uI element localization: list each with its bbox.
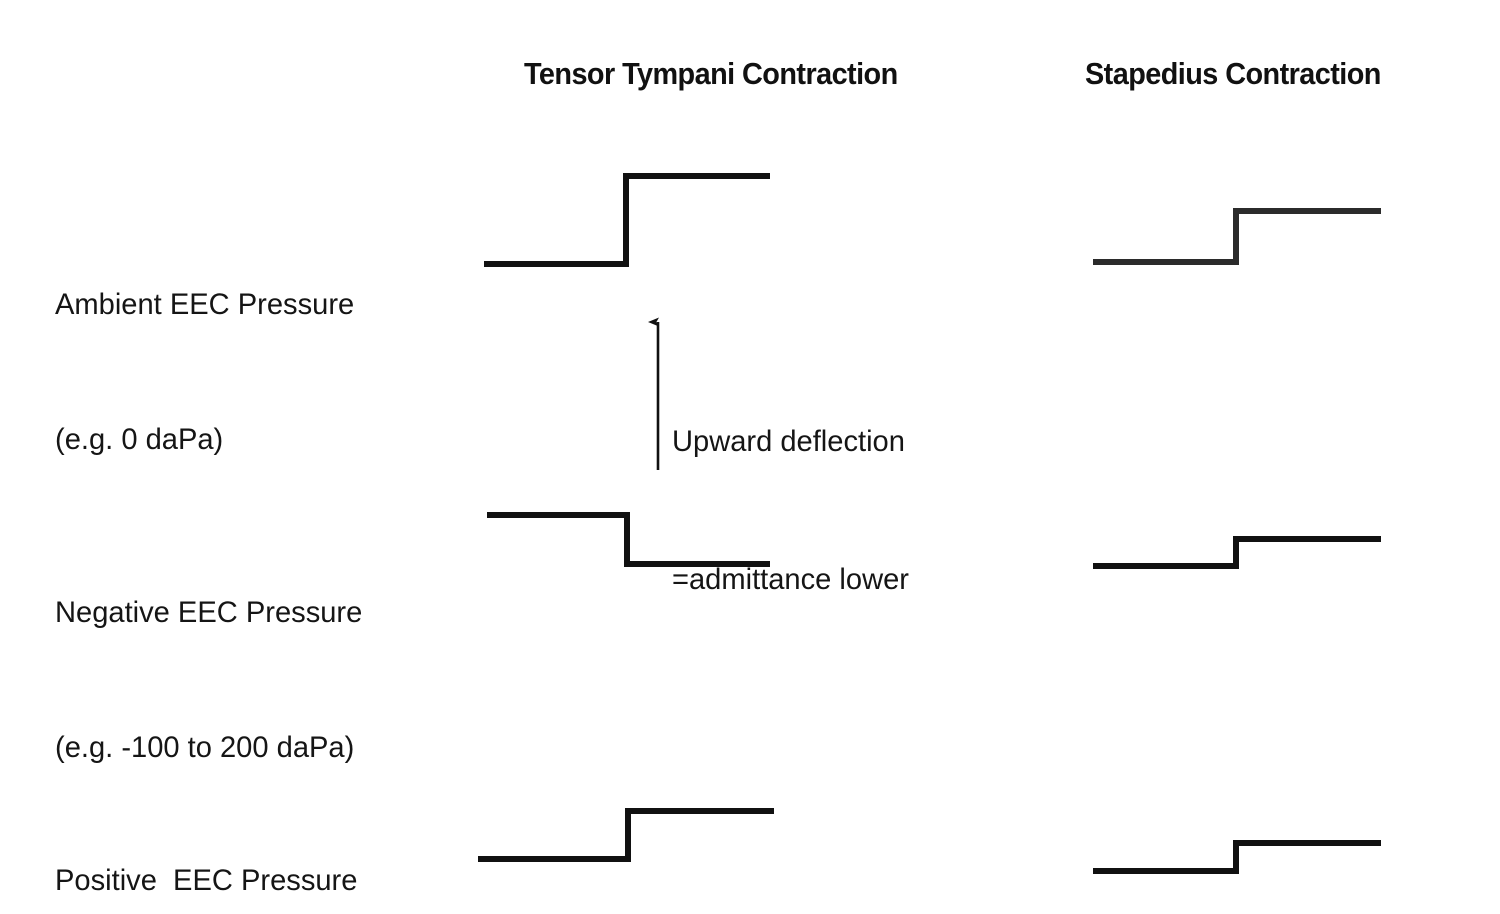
waveform-trace [484,173,770,267]
waveform-trace [1093,208,1381,265]
waveform-trace [1093,840,1381,874]
row-label-ambient-line1: Ambient EEC Pressure [55,288,355,321]
annotation-line2: =admittance lower [672,563,909,596]
annotation-line1: Upward deflection [672,425,905,458]
row-label-ambient-line2: (e.g. 0 daPa) [55,423,224,456]
row-label-negative-pressure: Negative EEC Pressure (e.g. -100 to 200 … [55,500,362,860]
row-label-negative-line1: Negative EEC Pressure [55,596,363,629]
upward-deflection-annotation: Upward deflection =admittance lower [672,327,909,695]
waveform-trace [1093,536,1381,569]
waveform-trace [478,808,774,862]
trace-group [478,173,1381,874]
row-label-positive-line1: Positive EEC Pressure [55,864,358,897]
column-heading-tensor-tympani: Tensor Tympani Contraction [524,56,898,91]
row-label-negative-line2: (e.g. -100 to 200 daPa) [55,731,355,764]
row-label-positive-pressure: Positive EEC Pressure (e.g. +100 to 200 … [55,768,362,914]
row-label-ambient-pressure: Ambient EEC Pressure (e.g. 0 daPa) [55,192,354,552]
column-heading-stapedius: Stapedius Contraction [1085,56,1381,91]
